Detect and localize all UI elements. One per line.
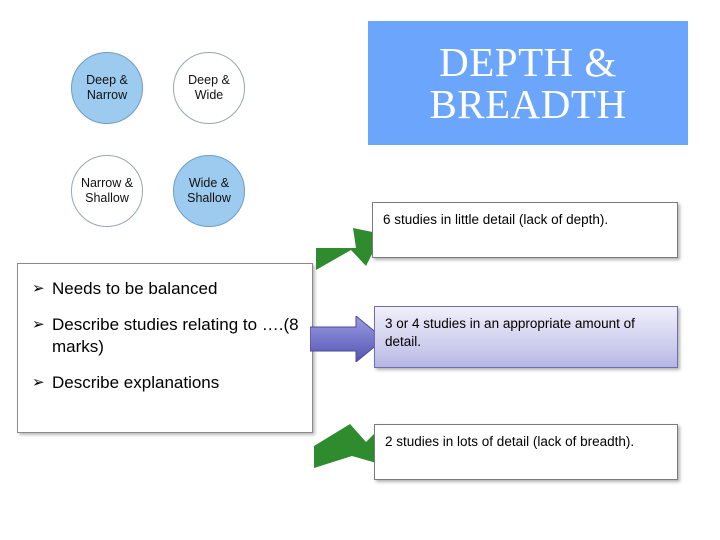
arrow-bullet-icon: ➢ xyxy=(32,374,45,392)
arrow-bullet-icon: ➢ xyxy=(32,280,45,297)
callout-bottom-text: 2 studies in lots of detail (lack of bre… xyxy=(385,434,635,449)
green-arrow-up-right-icon xyxy=(316,228,382,270)
callout-box-top: 6 studies in little detail (lack of dept… xyxy=(372,202,678,258)
circle-wide-shallow-label: Wide & Shallow xyxy=(187,176,231,205)
list-item: ➢ Describe explanations xyxy=(32,372,300,394)
circle-wide-shallow[interactable]: Wide & Shallow xyxy=(173,155,245,227)
bullet-list-box: ➢ Needs to be balanced ➢ Describe studie… xyxy=(17,263,313,433)
callout-middle-text: 3 or 4 studies in an appropriate amount … xyxy=(385,316,635,350)
list-item-label: Describe explanations xyxy=(52,373,220,393)
circle-deep-narrow[interactable]: Deep & Narrow xyxy=(71,52,143,124)
purple-arrow-right-icon xyxy=(310,316,384,362)
circle-deep-narrow-label: Deep & Narrow xyxy=(86,73,128,102)
circle-deep-wide[interactable]: Deep & Wide xyxy=(173,52,245,124)
arrow-bullet-icon: ➢ xyxy=(32,316,45,334)
list-item: ➢ Describe studies relating to ….(8 mark… xyxy=(32,314,300,358)
list-item-label: Needs to be balanced xyxy=(52,279,218,298)
circle-narrow-shallow[interactable]: Narrow & Shallow xyxy=(71,155,143,227)
callout-box-middle: 3 or 4 studies in an appropriate amount … xyxy=(374,306,678,368)
callout-top-text: 6 studies in little detail (lack of dept… xyxy=(383,212,609,227)
quadrant-circle-group: Deep & Narrow Deep & Wide Narrow & Shall… xyxy=(68,52,268,228)
list-item-label: Describe studies relating to ….(8 marks) xyxy=(52,315,299,357)
page-title: Depth & Breadth xyxy=(429,38,627,127)
list-item: ➢ Needs to be balanced xyxy=(32,278,300,300)
green-arrow-down-right-icon xyxy=(314,424,382,468)
circle-narrow-shallow-label: Narrow & Shallow xyxy=(80,176,134,205)
slide-title-banner: Depth & Breadth xyxy=(368,21,688,145)
callout-box-bottom: 2 studies in lots of detail (lack of bre… xyxy=(374,424,678,480)
circle-deep-wide-label: Deep & Wide xyxy=(188,73,230,102)
